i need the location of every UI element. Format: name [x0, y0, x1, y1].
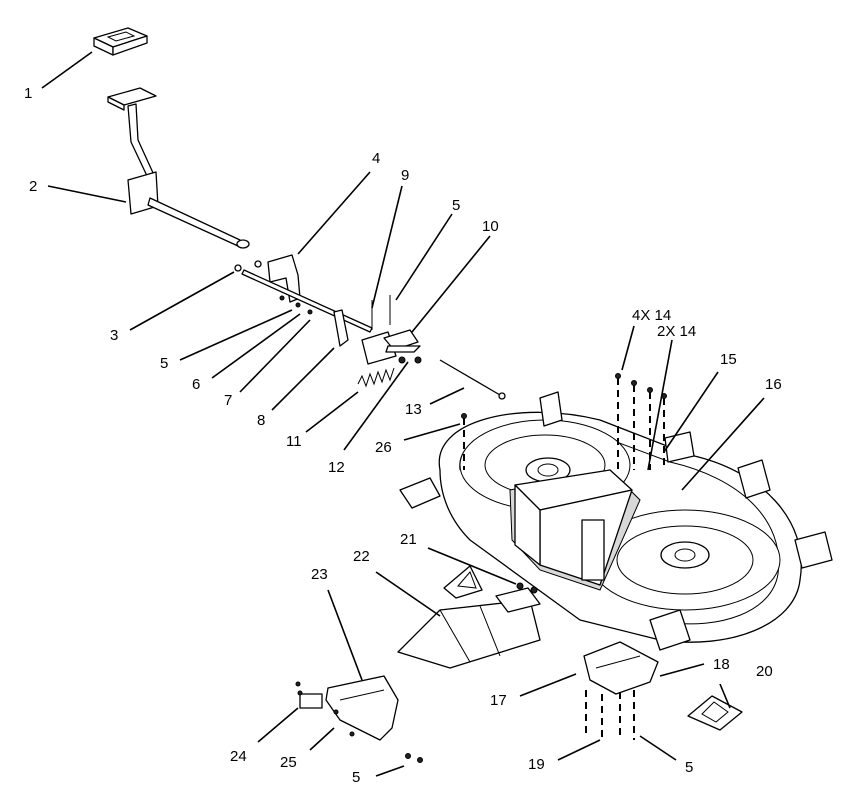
callout-3: 3 — [110, 327, 118, 344]
callout-26: 26 — [375, 439, 392, 456]
callout-2: 2 — [29, 178, 37, 195]
callout-8: 8 — [257, 412, 265, 429]
part-discharge-chute — [397, 587, 541, 669]
callout-20: 20 — [756, 663, 773, 680]
callout-13: 13 — [405, 401, 422, 418]
callout-18: 18 — [713, 656, 730, 673]
callout-7: 7 — [224, 392, 232, 409]
callout-16: 16 — [765, 376, 782, 393]
callout-labels: 1 2 3 4 5 5 5 5 6 7 8 9 10 11 12 13 4X 1… — [24, 85, 782, 786]
part-pedal-lever — [107, 87, 250, 249]
callout-23: 23 — [311, 566, 328, 583]
callout-14-2x: 2X 14 — [657, 323, 696, 340]
callout-25: 25 — [280, 754, 297, 771]
leader-lines — [41, 51, 765, 777]
callout-1: 1 — [24, 85, 32, 102]
callout-5-cover: 5 — [685, 759, 693, 776]
callout-21: 21 — [400, 531, 417, 548]
callout-12: 12 — [328, 459, 345, 476]
callout-4: 4 — [372, 150, 380, 167]
callout-6: 6 — [192, 376, 200, 393]
callout-14-4x: 4X 14 — [632, 307, 671, 324]
part-baffle-21 — [443, 565, 483, 599]
callout-5-linkage: 5 — [160, 355, 168, 372]
part-mower-deck — [399, 391, 833, 651]
callout-19: 19 — [528, 756, 545, 773]
part-linkage — [234, 254, 422, 365]
callout-11: 11 — [286, 433, 302, 450]
callout-5-bracket: 5 — [352, 769, 360, 786]
callout-24: 24 — [230, 748, 247, 765]
callout-22: 22 — [353, 548, 370, 565]
part-rod — [439, 359, 506, 400]
part-bracket-23 — [295, 675, 423, 763]
callout-10: 10 — [482, 218, 499, 235]
part-pedal-pad — [93, 27, 148, 56]
callout-9: 9 — [401, 167, 409, 184]
part-cover-18 — [583, 641, 659, 740]
part-baffle-20 — [687, 695, 743, 731]
callout-17: 17 — [490, 692, 507, 709]
callout-5-upper: 5 — [452, 197, 460, 214]
callout-15: 15 — [720, 351, 737, 368]
part-spring — [357, 367, 395, 388]
